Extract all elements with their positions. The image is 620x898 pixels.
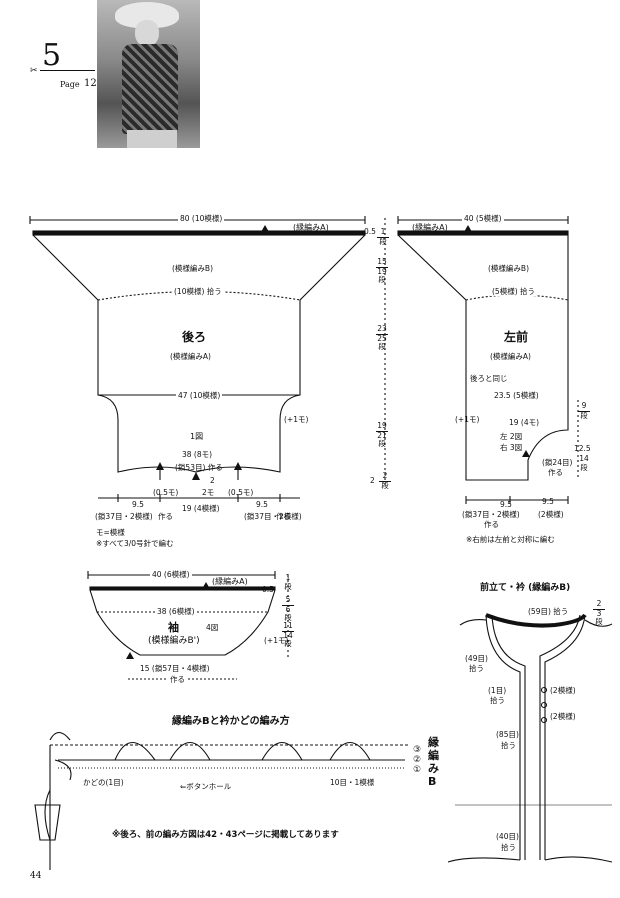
face-shape bbox=[135, 20, 159, 46]
front-make: 作る bbox=[548, 468, 563, 477]
legend-needle: ※すべて3/0号針で編む bbox=[96, 539, 174, 548]
back-b-left-c: (鎖37目・2模様) bbox=[95, 512, 153, 521]
back-waist: 47 (10模様) bbox=[176, 391, 223, 400]
sleeve-edging-label: (縁編みA) bbox=[212, 577, 248, 586]
front-right-diagram: 右 3図 bbox=[500, 443, 523, 452]
sleeve-bottom: 15 (鎖57目・4模様) bbox=[140, 664, 210, 673]
front-b-right-w: 9.5 bbox=[542, 497, 554, 506]
sleeve-dim-0-5: 0.5 bbox=[262, 585, 274, 594]
front-b-right-c: (2模様) bbox=[538, 510, 564, 519]
back-pattern-a: (模様編みA) bbox=[170, 352, 211, 361]
back-top-width: 80 (10模様) bbox=[178, 214, 225, 223]
back-mo-left: (0.5モ) bbox=[153, 488, 179, 497]
back-make-right: 作る bbox=[276, 512, 291, 521]
back-mo-right: (0.5モ) bbox=[228, 488, 254, 497]
back-b-mid: 19 (4模様) bbox=[180, 504, 222, 513]
collar-title: 前立て・衿 (縁編みB) bbox=[480, 583, 571, 593]
front-edging-label: (縁編みA) bbox=[412, 223, 448, 232]
back-center-2: 2 bbox=[210, 476, 215, 485]
collar-l1: (49目) bbox=[465, 654, 488, 663]
back-b-right-w: 9.5 bbox=[256, 500, 268, 509]
collar-l3b: 拾う bbox=[501, 741, 516, 750]
sleeve-plus1: (+1モ) bbox=[264, 636, 289, 645]
back-title: 後ろ bbox=[182, 330, 207, 344]
skirt-shape bbox=[127, 130, 177, 148]
sleeve-top-width: 40 (6模様) bbox=[150, 570, 192, 579]
front-title: 左前 bbox=[504, 330, 529, 344]
dim-0-5: 0.5 bbox=[364, 227, 376, 236]
front-top-width: 40 (5模様) bbox=[462, 214, 504, 223]
back-center-mo: 2モ bbox=[202, 488, 215, 497]
page-label: Page bbox=[60, 80, 80, 89]
front-pickup: (5模様) 拾う bbox=[490, 287, 538, 296]
collar-btn1: (2模様) bbox=[550, 686, 576, 695]
collar-l4: (40目) bbox=[496, 832, 519, 841]
front-b-left-c: (鎖37目・2模様) bbox=[462, 510, 520, 519]
edging-chart-title: 縁編みBと衿かどの編み方 bbox=[172, 716, 290, 727]
model-photo bbox=[97, 0, 200, 148]
front-pattern-b: (模様編みB) bbox=[488, 264, 529, 273]
front-dim-12-5: 12.5 bbox=[574, 444, 591, 453]
collar-btn2: (2模様) bbox=[550, 712, 576, 721]
back-b-left-w: 9.5 bbox=[132, 500, 144, 509]
page-number: 44 bbox=[30, 871, 42, 881]
cardigan-shape bbox=[122, 44, 178, 134]
back-diagram: 1図 bbox=[190, 432, 204, 441]
sleeve-inner: 38 (6模様) bbox=[155, 607, 197, 616]
front-mid: 19 (4モ) bbox=[509, 418, 540, 427]
dim-2: 2 bbox=[370, 476, 375, 485]
collar-l1b: 拾う bbox=[469, 664, 484, 673]
front-same-back: 後ろと同じ bbox=[470, 374, 508, 383]
collar-l3: (85目) bbox=[496, 730, 519, 739]
front-b-left-w: 9.5 bbox=[500, 500, 512, 509]
front-note: ※右前は左前と対称に編む bbox=[466, 535, 555, 544]
sleeve-make: 作る bbox=[168, 675, 187, 684]
back-chain-center: (鎖53目) 作る bbox=[175, 463, 223, 472]
edging-repeat: 10目・1模様 bbox=[330, 778, 375, 787]
collar-top-pick: (59目) 拾う bbox=[528, 607, 569, 616]
page-ref: 12 bbox=[84, 78, 97, 89]
front-left-diagram: 左 2図 bbox=[500, 432, 523, 441]
back-make-left: 作る bbox=[158, 512, 173, 521]
collar-l2: (1目) bbox=[488, 686, 507, 695]
front-make-bottom: 作る bbox=[484, 520, 499, 529]
back-edging-label: (縁編みA) bbox=[293, 223, 329, 232]
collar-l4b: 拾う bbox=[501, 843, 516, 852]
collar-l2b: 拾う bbox=[490, 696, 505, 705]
edging-side-label: 縁編みB bbox=[428, 736, 439, 788]
front-chain: (鎖24目) bbox=[542, 458, 573, 467]
back-pickup: (10模様) 拾う bbox=[172, 287, 224, 296]
back-b-right-c: (鎖37目・2模様) bbox=[244, 512, 302, 521]
footer-note: ※後ろ、前の編み方図は42・43ページに掲載してあります bbox=[112, 830, 339, 840]
back-pattern-b: (模様編みB) bbox=[172, 264, 213, 273]
sleeve-diagram: 4図 bbox=[206, 623, 219, 632]
header-rule bbox=[40, 70, 95, 71]
front-pattern-a: (模様編みA) bbox=[490, 352, 531, 361]
scissors-icon: ✂ bbox=[30, 66, 38, 76]
front-waist: 23.5 (5模様) bbox=[494, 391, 539, 400]
legend-mo: モ=模様 bbox=[96, 528, 125, 537]
back-bottom-width: 38 (8モ) bbox=[182, 450, 213, 459]
back-plus1: (+1モ) bbox=[284, 415, 309, 424]
sleeve-pattern: (模様編みB') bbox=[148, 636, 200, 646]
sleeve-title: 袖 bbox=[168, 621, 179, 634]
pattern-number: 5 bbox=[42, 38, 62, 73]
edging-corner: かどの(1目) bbox=[83, 778, 124, 787]
front-plus1: (+1モ) bbox=[455, 415, 480, 424]
edging-buttonhole: ⇐ボタンホール bbox=[180, 782, 232, 791]
